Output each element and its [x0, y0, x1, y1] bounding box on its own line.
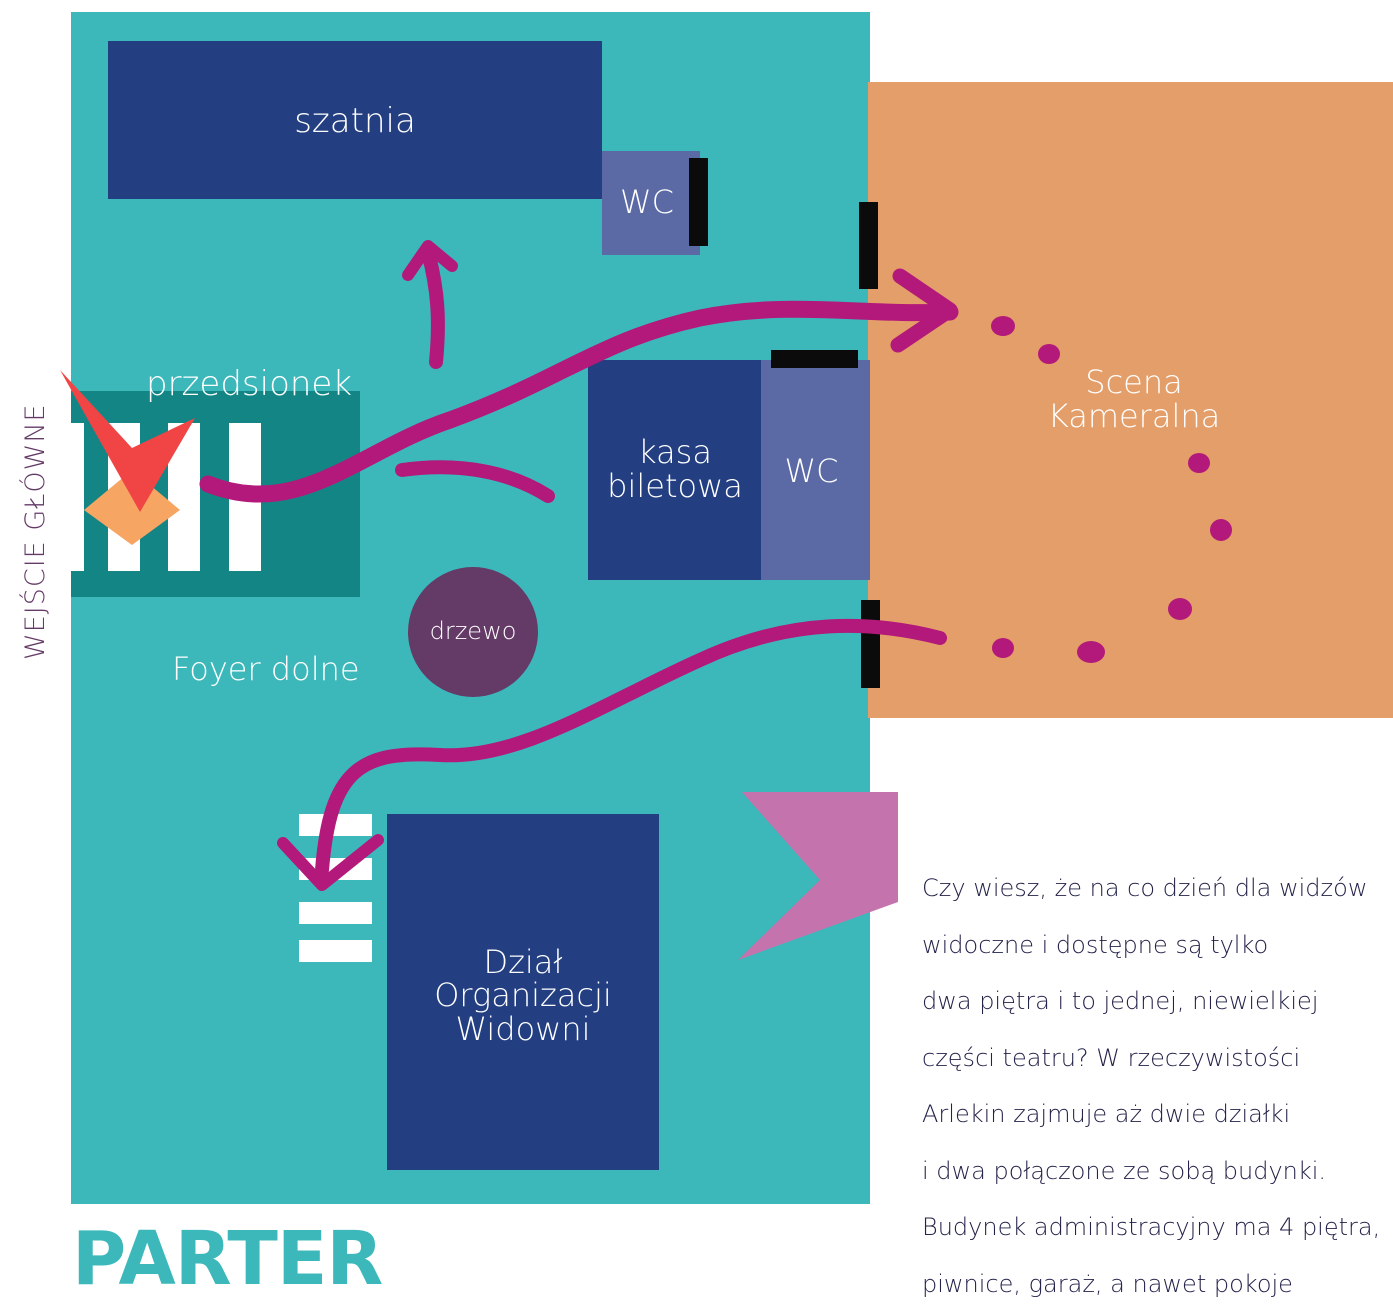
wc-middle-door [771, 350, 858, 368]
tree-marker: drzewo [408, 567, 538, 697]
ticket-office-label-line2: biletowa [607, 467, 743, 505]
vestibule-stripe [108, 423, 140, 571]
cloakroom-label: szatnia [294, 101, 416, 142]
stage-door-bottom [861, 600, 880, 688]
wc-middle-room: WC [761, 360, 870, 580]
wc-top-room: WC [602, 151, 700, 255]
fact-line: dwa piętra i to jednej, niewielkiej [922, 987, 1319, 1015]
fact-text: Czy wiesz, że na co dzień dla widzów wid… [922, 860, 1393, 1312]
audience-dept-label-line2: Organizacji [434, 976, 612, 1015]
wc-top-door [689, 158, 708, 246]
entrance-label: WEJŚCIE GŁÓWNE [20, 403, 51, 660]
ticket-office-room: kasa biletowa [588, 360, 762, 580]
fact-line: Czy wiesz, że na co dzień dla widzów [922, 874, 1368, 902]
stage-label-line2: Kameralna [1047, 396, 1221, 435]
fact-line: części teatru? W rzeczywistości [922, 1043, 1301, 1072]
stairs-step [299, 902, 372, 924]
fact-line: widoczne i dostępne są tylko [922, 930, 1269, 959]
stairs-step [299, 858, 372, 880]
audience-dept-label-line1: Dział [483, 942, 563, 981]
stairs-step [299, 814, 372, 836]
fact-line: Budynek administracyjny ma 4 piętra, [922, 1213, 1381, 1241]
vestibule-stripe [168, 423, 200, 571]
ticket-office-label-line1: kasa [638, 433, 712, 472]
foyer-label: Foyer dolne [172, 650, 360, 688]
wc-middle-label: WC [784, 452, 839, 491]
vestibule-stripe [229, 423, 261, 571]
cloakroom-room: szatnia [108, 41, 602, 199]
vestibule-label: przedsionek [146, 364, 353, 404]
fact-line: Arlekin zajmuje aż dwie działki [922, 1100, 1291, 1128]
audience-dept-label-line3: Widowni [455, 1009, 591, 1048]
stage-door-top [859, 202, 878, 289]
stage-label: Scena Kameralna [1034, 363, 1234, 435]
stage-label-line1: Scena [1085, 363, 1183, 401]
audience-dept-room: Dział Organizacji Widowni [387, 814, 659, 1170]
fact-line: piwnice, garaż, a nawet pokoje [922, 1269, 1293, 1298]
tree-label: drzewo [429, 617, 517, 646]
fact-line: i dwa połączone ze sobą budynki. [922, 1156, 1327, 1185]
stairs-step [299, 940, 372, 962]
floor-title: PARTER [72, 1216, 383, 1302]
wc-top-label: WC [620, 183, 674, 222]
vestibule-stripe [71, 423, 84, 571]
